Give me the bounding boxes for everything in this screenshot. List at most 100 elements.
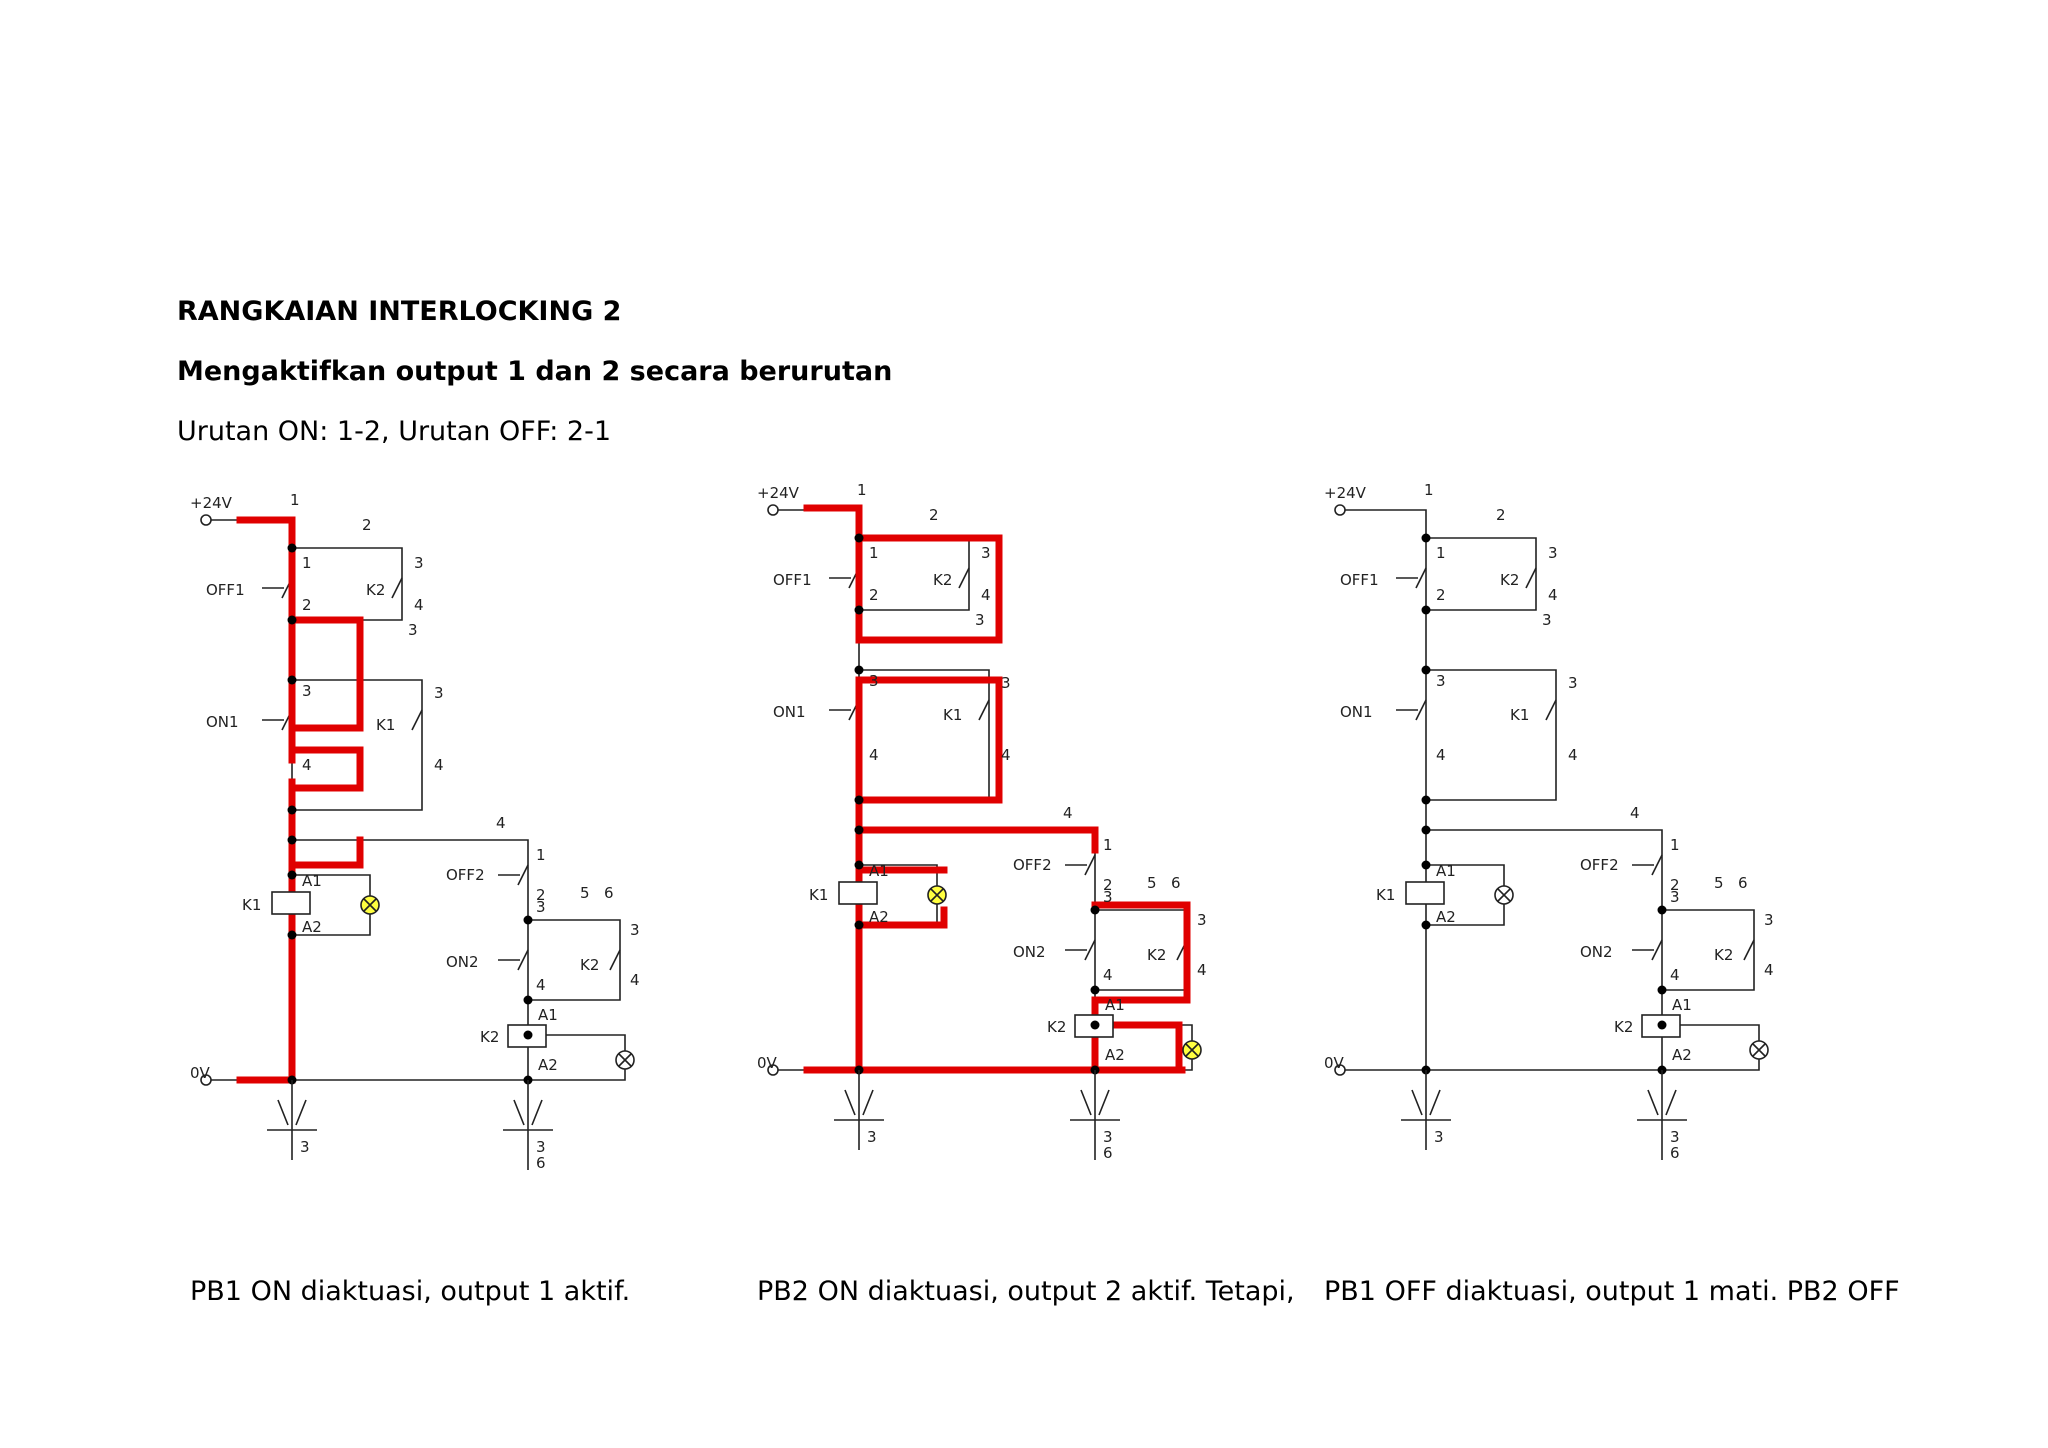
wire-k2-parallel (1426, 537, 1537, 611)
junction-dot (287, 835, 297, 845)
terminal-k1-4: 4 (1001, 746, 1011, 764)
energized-path-3 (288, 746, 364, 792)
node-6: 6 (1738, 874, 1748, 892)
terminal-on2-4: 4 (1103, 966, 1113, 984)
contact-on2 (1084, 939, 1096, 961)
junction-dot (1421, 825, 1431, 835)
contact-off2 (517, 864, 529, 886)
terminal-k2b-3: 3 (1764, 911, 1774, 929)
terminal-k2-3b: 3 (408, 621, 418, 639)
lamp-output-1-cross (930, 888, 944, 902)
k1-contact-symbol (1401, 1070, 1451, 1150)
junction-dot (1421, 533, 1431, 543)
contact-k2-aux (958, 567, 970, 589)
label-off2: OFF2 (1013, 856, 1052, 874)
label-k1-contact: K1 (1510, 706, 1529, 724)
junction-dot (523, 995, 533, 1005)
label-off1: OFF1 (206, 581, 245, 599)
label-a2-k2: A2 (1672, 1046, 1692, 1064)
label-on1: ON1 (773, 703, 806, 721)
supply-terminal-24v (1334, 504, 1346, 516)
terminal-on1-4: 4 (302, 756, 312, 774)
contact-off2 (1084, 854, 1096, 876)
node-1: 1 (1424, 481, 1434, 499)
junction-dot (523, 915, 533, 925)
terminal-k2-3: 3 (981, 544, 991, 562)
contact-k1-aux (978, 699, 990, 721)
label-a2-k2: A2 (1105, 1046, 1125, 1064)
wire-left-branch (1344, 509, 1427, 1070)
label-off1: OFF1 (1340, 571, 1379, 589)
lamp-output-1-cross (1497, 888, 1511, 902)
contact-k1-aux (1545, 699, 1557, 721)
node-4: 4 (1630, 804, 1640, 822)
label-on1: ON1 (1340, 703, 1373, 721)
coil-k1 (838, 881, 878, 905)
contact-on2 (1651, 939, 1663, 961)
label-k2-contact: K2 (933, 571, 952, 589)
junction-dot (1657, 985, 1667, 995)
contact-k2-aux-2 (1743, 939, 1755, 961)
junction-dot (1421, 665, 1431, 675)
label-a1: A1 (1436, 862, 1456, 880)
junction-dot (854, 795, 864, 805)
supply-terminal-0v (767, 1064, 779, 1076)
label-a1: A1 (869, 862, 889, 880)
junction-dot (1421, 860, 1431, 870)
energized-path-4 (855, 826, 1099, 854)
terminal-off2-1: 1 (1103, 836, 1113, 854)
terminal-off1-1: 1 (1436, 544, 1446, 562)
node-2: 2 (929, 506, 939, 524)
contact-off2 (1651, 854, 1663, 876)
junction-dot (854, 825, 864, 835)
junction-dot (854, 665, 864, 675)
label-a2-k2: A2 (538, 1056, 558, 1074)
terminal-k2-4: 4 (414, 596, 424, 614)
terminal-k2b-3: 3 (630, 921, 640, 939)
terminal-off2-2: 2 (536, 886, 546, 904)
label-k2-bottom-6: 6 (1670, 1144, 1680, 1162)
coil-k1 (1405, 881, 1445, 905)
junction-dot (1090, 985, 1100, 995)
contact-off1 (1415, 567, 1427, 589)
terminal-k2-4: 4 (1548, 586, 1558, 604)
label-a1-k2: A1 (1672, 996, 1692, 1014)
terminal-off1-1: 1 (869, 544, 879, 562)
terminal-off1-2: 2 (302, 596, 312, 614)
label-k2-contact: K2 (366, 581, 385, 599)
node-5: 5 (580, 884, 590, 902)
terminal-k2b-4: 4 (630, 971, 640, 989)
k1-contact-symbol (267, 1080, 317, 1160)
caption-diagram-1: PB1 ON diaktuasi, output 1 aktif. (190, 1276, 631, 1307)
lamp-output-2-cross (1752, 1043, 1766, 1057)
label-a2: A2 (869, 908, 889, 926)
terminal-off1-2: 2 (869, 586, 879, 604)
label-off1: OFF1 (773, 571, 812, 589)
label-k1-bottom-3: 3 (867, 1128, 877, 1146)
k2-contact-symbol (1637, 1070, 1687, 1160)
label-off2: OFF2 (1580, 856, 1619, 874)
junction-dot (287, 615, 297, 625)
k1-contact-symbol (834, 1070, 884, 1150)
wire-left-branch (210, 519, 293, 1080)
terminal-k1-3: 3 (434, 684, 444, 702)
label-a1-k2: A1 (538, 1006, 558, 1024)
terminal-k2-3: 3 (1548, 544, 1558, 562)
junction-dot (1657, 905, 1667, 915)
supply-terminal-24v (200, 514, 212, 526)
junction-dot (1090, 905, 1100, 915)
node-2: 2 (362, 516, 372, 534)
junction-dot (854, 920, 864, 930)
label-a1: A1 (302, 872, 322, 890)
label-k1-coil: K1 (809, 886, 828, 904)
node-5: 5 (1714, 874, 1724, 892)
terminal-k2-3b: 3 (1542, 611, 1552, 629)
energized-path-8 (1091, 1021, 1183, 1074)
junction-dot (854, 533, 864, 543)
junction-dot (1090, 1020, 1100, 1030)
label-k2-contact-2: K2 (580, 956, 599, 974)
terminal-off1-1: 1 (302, 554, 312, 572)
terminal-k1-4: 4 (434, 756, 444, 774)
